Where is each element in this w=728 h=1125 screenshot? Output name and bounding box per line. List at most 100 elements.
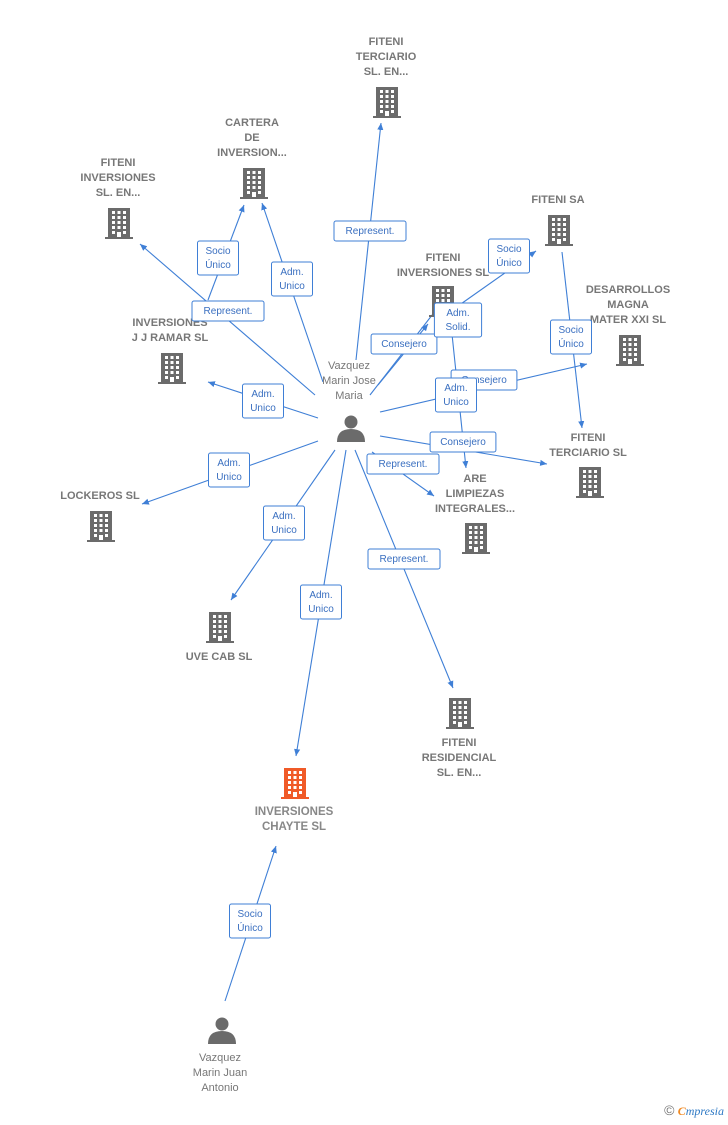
node-label-line: Vazquez [199, 1052, 241, 1064]
relation-label[interactable]: Adm.Unico [300, 584, 342, 620]
relation-label-text: Adm.Unico [308, 590, 334, 615]
node-label-line: INVERSIONES [255, 806, 334, 818]
node-label-line: Maria [335, 390, 363, 402]
company-icon[interactable] [105, 208, 133, 239]
node-label-line: INVERSION... [217, 147, 287, 159]
relation-label-text: Represent. [380, 554, 429, 565]
brand-footer: © Cmpresia [664, 1102, 724, 1119]
relation-label[interactable]: Adm.Unico [435, 377, 477, 413]
company-icon[interactable] [206, 612, 234, 643]
node-label-line: Marin Jose [322, 375, 376, 387]
company-icon[interactable] [240, 168, 268, 199]
relation-label-text: Consejero [440, 437, 486, 448]
person-icon[interactable] [208, 1017, 236, 1045]
person-icon[interactable] [337, 415, 365, 443]
node-label-line: INVERSIONES [132, 317, 207, 329]
node-label: INVERSIONES CHAYTE SL [255, 806, 334, 833]
node-label: UVE CAB SL [186, 651, 253, 663]
node-label-line: Vazquez [328, 360, 370, 372]
node-label-line: FITENI [369, 36, 404, 48]
node-label: ARE LIMPIEZAS INTEGRALES... [435, 473, 515, 515]
company-icon[interactable] [158, 353, 186, 384]
relation-label-text: Represent. [204, 306, 253, 317]
node-label: CARTERA DE INVERSION... [217, 117, 287, 159]
node-label-line: LIMPIEZAS [446, 488, 505, 500]
main-company-icon[interactable] [281, 768, 309, 799]
copyright-symbol: © [664, 1102, 675, 1118]
node-label-line: TERCIARIO SL [549, 447, 627, 459]
relation-label-text: Adm.Unico [279, 267, 305, 292]
node-label-line: CARTERA [225, 117, 279, 129]
company-icon[interactable] [545, 215, 573, 246]
node-label-line: DE [244, 132, 259, 144]
relation-label-text: Adm.Unico [216, 458, 242, 483]
relation-label-text: Represent. [379, 459, 428, 470]
relation-label-text: Adm.Unico [271, 511, 297, 536]
company-icon[interactable] [373, 87, 401, 118]
relation-label[interactable]: Represent. [333, 220, 407, 242]
node-label: FITENI INVERSIONES SL [397, 252, 490, 279]
node-label-line: FITENI [101, 157, 136, 169]
company-icon[interactable] [576, 467, 604, 498]
node-label-line: CHAYTE SL [262, 821, 326, 833]
nodes-layer: FITENI TERCIARIO SL. EN... CARTERA DE INVERSI… [60, 36, 670, 1094]
node-label-line: INVERSIONES [80, 172, 155, 184]
node-label-line: Marin Juan [193, 1067, 247, 1079]
relation-label[interactable]: Represent. [367, 548, 441, 570]
relation-label-text: Represent. [346, 226, 395, 237]
node-label-line: TERCIARIO [356, 51, 417, 63]
relation-label[interactable]: Represent. [191, 300, 265, 322]
relation-label[interactable]: Adm.Unico [271, 261, 313, 297]
company-icon[interactable] [462, 523, 490, 554]
company-icon[interactable] [87, 511, 115, 542]
company-icon[interactable] [616, 335, 644, 366]
relation-label-text: Consejero [381, 339, 427, 350]
node-label-line: FITENI SA [531, 194, 584, 206]
node-label-line: J J RAMAR SL [132, 332, 209, 344]
relation-label[interactable]: Consejero [370, 333, 438, 355]
relation-label[interactable]: Consejero [429, 431, 497, 453]
node-label-line: MAGNA [607, 299, 649, 311]
node-label-line: INVERSIONES SL [397, 267, 490, 279]
relation-label-text: Adm.Solid. [445, 308, 470, 333]
relation-label[interactable]: Adm.Unico [242, 383, 284, 419]
relation-label-text: Consejero [461, 375, 507, 386]
relation-label[interactable]: Adm.Unico [263, 505, 305, 541]
node-label-line: SL. EN... [364, 66, 409, 78]
node-label: FITENI TERCIARIO SL. EN... [356, 36, 417, 78]
relation-label[interactable]: Adm.Unico [208, 452, 250, 488]
relation-label[interactable]: Represent. [366, 453, 440, 475]
node-label: INVERSIONES J J RAMAR SL [132, 317, 209, 344]
node-label-line: FITENI [442, 737, 477, 749]
relation-label-text: Adm.Unico [250, 389, 276, 414]
node-label-line: DESARROLLOS [586, 284, 670, 296]
node-label: FITENI SA [531, 194, 584, 206]
node-label-line: SL. EN... [437, 767, 482, 779]
node-label-line: Antonio [201, 1082, 238, 1094]
node-label-line: MATER XXI SL [590, 314, 666, 326]
relation-label[interactable]: Adm.Solid. [433, 302, 483, 338]
node-label-line: FITENI [571, 432, 606, 444]
relation-label-text: Adm.Unico [443, 383, 469, 408]
company-icon[interactable] [446, 698, 474, 729]
node-label-line: ARE [463, 473, 486, 485]
empresia-logo: Cmpresia [677, 1104, 724, 1118]
node-label: LOCKEROS SL [60, 490, 140, 502]
node-label-line: UVE CAB SL [186, 651, 253, 663]
node-label-line: INTEGRALES... [435, 503, 515, 515]
node-label-line: FITENI [426, 252, 461, 264]
node-label: FITENI TERCIARIO SL [549, 432, 627, 459]
